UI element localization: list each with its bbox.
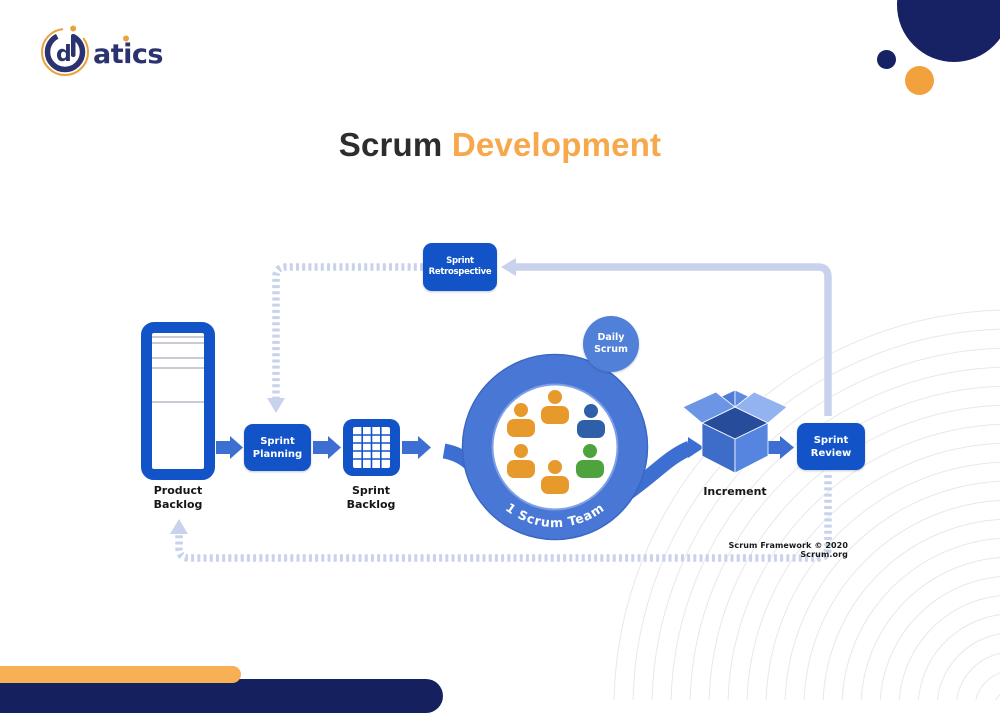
arrow-backlog-to-planning-icon (216, 436, 243, 459)
loop-arrowhead-up-icon (170, 519, 188, 534)
person-icon (507, 444, 535, 478)
decor-dot-orange (905, 66, 934, 95)
team-members (507, 390, 605, 494)
sprint-planning-node: Sprint Planning (244, 424, 311, 471)
sprint-backlog-grid-icon (343, 419, 400, 476)
backlog-list-line (152, 401, 204, 403)
increment-box-icon (682, 389, 788, 474)
node-label-line: Retrospective (428, 267, 492, 277)
logo-navy-ring-icon (44, 31, 86, 73)
arrow-planning-to-backlog-icon (313, 436, 341, 459)
scrum-framework-copyright: Scrum Framework © 2020 Scrum.org (728, 541, 848, 559)
logo-i-dot-icon (70, 25, 77, 32)
loop-review-to-retrospective (516, 263, 832, 416)
backlog-list-line (152, 357, 204, 359)
sprint-retrospective-node: Sprint Retrospective (423, 243, 497, 291)
decor-dot-navy (877, 50, 896, 69)
backlog-list-line (152, 336, 204, 338)
grid-icon (353, 427, 390, 468)
person-icon (541, 460, 569, 494)
person-icon (577, 404, 605, 438)
node-label-line: Planning (252, 448, 303, 460)
node-label-line: Sprint (813, 434, 849, 446)
label-line: Backlog (153, 498, 203, 512)
arrow-team-to-increment-head-icon (688, 437, 704, 458)
product-backlog-label: Product Backlog (133, 484, 223, 513)
page-title: Scrum Development (0, 126, 1000, 164)
arrow-backlog-to-team-icon (402, 436, 431, 459)
backlog-list-line (152, 342, 204, 344)
title-word-scrum: Scrum (338, 126, 443, 163)
logo-i-stem-icon (71, 34, 76, 57)
logo-orange-arc-icon (41, 28, 89, 76)
increment-label: Increment (690, 485, 780, 499)
title-word-development: Development (451, 126, 662, 163)
bottom-orange-bar (0, 666, 241, 683)
backlog-list-line (152, 367, 204, 369)
person-icon (507, 403, 535, 437)
label-line: Backlog (346, 498, 396, 512)
label-line: Increment (703, 485, 767, 498)
label-line: Product (153, 484, 203, 497)
node-label-line: Sprint (446, 255, 474, 266)
loop-retrospective-to-planning (272, 263, 423, 398)
person-icon (541, 390, 569, 424)
sprint-review-node: Sprint Review (797, 423, 865, 470)
product-backlog-icon (141, 322, 215, 480)
logo-wordmark-i-dot-icon (123, 35, 129, 42)
sprint-backlog-label: Sprint Backlog (326, 484, 416, 513)
logo-wordmark: atics (93, 39, 163, 70)
logo-emblem-letter: d (56, 42, 72, 67)
node-label-line: Sprint (260, 435, 295, 447)
loop-review-to-product-backlog (175, 475, 832, 562)
daily-scrum-node: Daily Scrum (583, 316, 639, 372)
loop-arrowhead-left-icon (501, 258, 516, 276)
node-label-line: Review (810, 447, 852, 459)
label-line: Sprint (351, 484, 391, 497)
loop-arrowhead-down-icon (267, 398, 285, 413)
brand-logo: d atics (41, 25, 163, 76)
node-label-line: Scrum (594, 344, 628, 355)
node-label-line: Daily (597, 331, 625, 343)
scrum-team-ring (461, 353, 649, 541)
person-icon (576, 444, 604, 478)
